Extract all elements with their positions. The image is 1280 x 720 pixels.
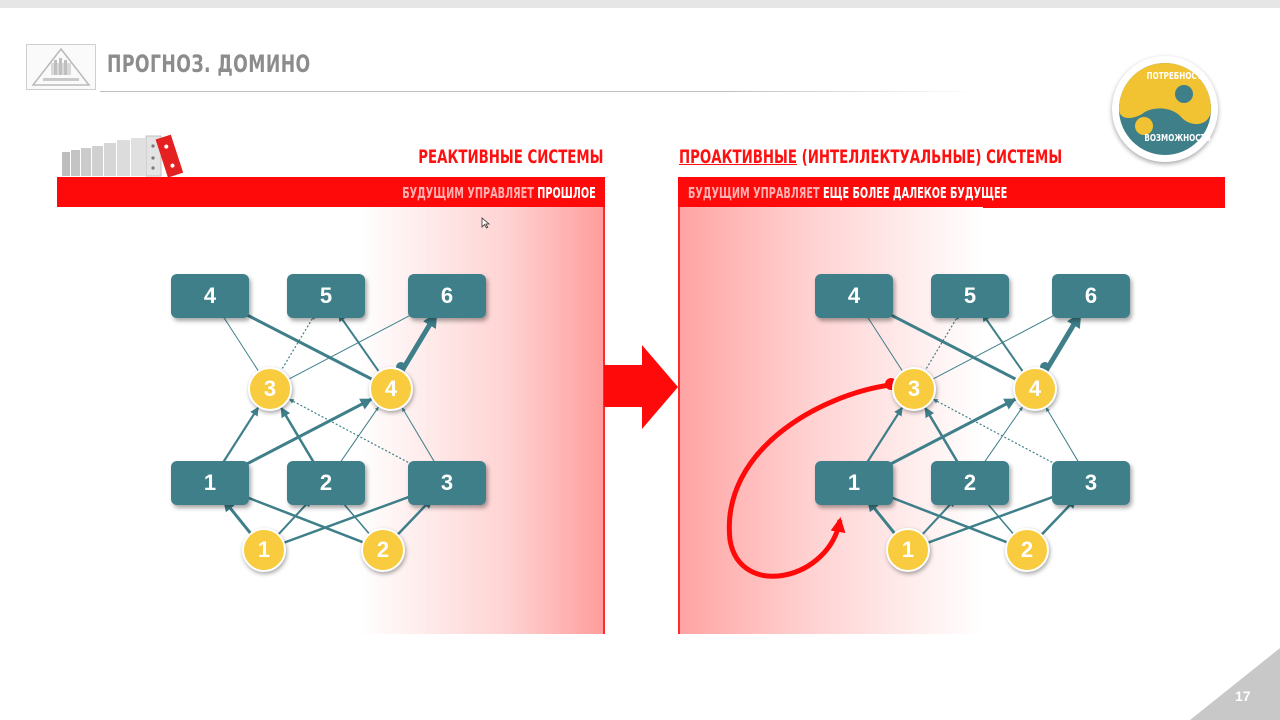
transition-arrow [604,345,678,429]
right-panel-edge [678,207,680,634]
right-edge-c3-t2 [923,314,960,373]
left-node-top-3: 6 [408,274,486,318]
left-edge-m2-c4 [336,406,379,467]
right-node-middle-3: 3 [1052,461,1130,505]
need-possibility-badge: ПОТРЕБНОСТЬ ВОЗМОЖНОСТЬ [1112,56,1218,162]
left-node-circle-1: 1 [242,528,286,572]
yin-yang-icon [1119,63,1211,155]
right-edge-m2-c4 [980,406,1023,467]
right-edge-b2-m3 [1039,498,1077,537]
left-node-circle-3: 3 [248,367,292,411]
badge-need-label: ПОТРЕБНОСТЬ [1146,71,1208,82]
left-subtitle-strong: ПРОШЛОЕ [537,184,596,202]
right-diagram-edges [863,304,1082,545]
badge-possibility-label: ВОЗМОЖНОСТЬ [1144,133,1211,144]
right-node-top-3: 6 [1052,274,1130,318]
right-node-circle-2: 2 [1005,528,1049,572]
left-edge-m1-c3 [219,406,260,467]
right-heading: ПРОАКТИВНЫЕ (ИНТЕЛЛЕКТУАЛЬНЫЕ) СИСТЕМЫ [679,146,1062,168]
left-node-middle-1: 1 [171,461,249,505]
left-node-middle-3: 3 [408,461,486,505]
right-edge-b2-m1 [873,489,1009,544]
right-edge-m2-c3 [924,407,961,467]
right-edge-b1-m1 [866,499,897,536]
left-edge-c4-t3 [399,312,438,374]
page-corner [1190,648,1280,720]
right-node-middle-1: 1 [815,461,893,505]
right-heading-keyword: ПРОАКТИВНЫЕ [679,146,797,168]
left-node-circle-2: 2 [361,528,405,572]
right-node-circle-1: 1 [886,528,930,572]
right-node-circle-3: 3 [892,367,936,411]
right-subtitle: БУДУЩИМ УПРАВЛЯЕТ ЕЩЕ БОЛЕЕ ДАЛЕКОЕ БУДУ… [688,184,1007,202]
left-edge-m2-c3 [280,407,317,467]
right-edge-m3-c4 [1045,407,1082,467]
right-edge-m1-c3 [863,406,904,467]
right-edge-b1-m2 [920,498,956,536]
mouse-cursor-icon [481,217,491,229]
page-number: 17 [1235,688,1251,704]
left-panel-edge [603,207,605,634]
left-edge-b2-m2 [339,499,371,536]
left-edge-b2-m1 [229,489,365,544]
right-edge-c4-t1 [872,304,1018,382]
right-subtitle-strong: ЕЩЕ БОЛЕЕ ДАЛЕКОЕ БУДУЩЕЕ [822,184,1008,202]
left-subtitle: БУДУЩИМ УПРАВЛЯЕТ ПРОШЛОЕ [403,184,596,202]
left-edge-c3-t2 [279,314,316,373]
left-subtitle-muted: БУДУЩИМ УПРАВЛЯЕТ [402,184,535,202]
right-heading-rest: (ИНТЕЛЛЕКТУАЛЬНЫЕ) СИСТЕМЫ [796,146,1063,168]
right-node-middle-2: 2 [931,461,1009,505]
left-heading: РЕАКТИВНЫЕ СИСТЕМЫ [417,146,603,168]
left-edge-b1-m1 [222,499,253,536]
company-logo [26,44,96,90]
left-edge-m3-c3 [289,398,430,475]
right-edge-c4-t2 [981,313,1025,374]
left-diagram-edges [219,304,438,545]
left-edge-b2-m3 [395,498,433,537]
left-edge-b1-m2 [276,498,312,536]
left-node-top-1: 4 [171,274,249,318]
left-edge-c4-t2 [337,313,381,374]
left-subtitle-bar [57,177,605,208]
left-edge-c4-t1 [228,304,374,382]
right-edge-b2-m2 [983,499,1015,536]
right-subtitle-bar [678,177,1225,208]
feedback-loop [726,382,891,579]
right-node-circle-4: 4 [1013,367,1057,411]
left-edge-c3-t1 [221,314,260,373]
right-node-top-2: 5 [931,274,1009,318]
title-divider [100,91,980,92]
right-edge-c4-t3 [1043,312,1082,374]
right-node-top-1: 4 [815,274,893,318]
left-node-top-2: 5 [287,274,365,318]
left-node-circle-4: 4 [369,367,413,411]
left-node-middle-2: 2 [287,461,365,505]
right-edge-c3-t1 [865,314,904,373]
right-edge-m3-c3 [933,398,1074,475]
domino-illustration [62,134,184,178]
top-band [0,0,1280,8]
right-subtitle-muted: БУДУЩИМ УПРАВЛЯЕТ [688,184,820,202]
left-edge-m3-c4 [401,407,438,467]
page-title: ПРОГНОЗ. ДОМИНО [107,50,311,78]
